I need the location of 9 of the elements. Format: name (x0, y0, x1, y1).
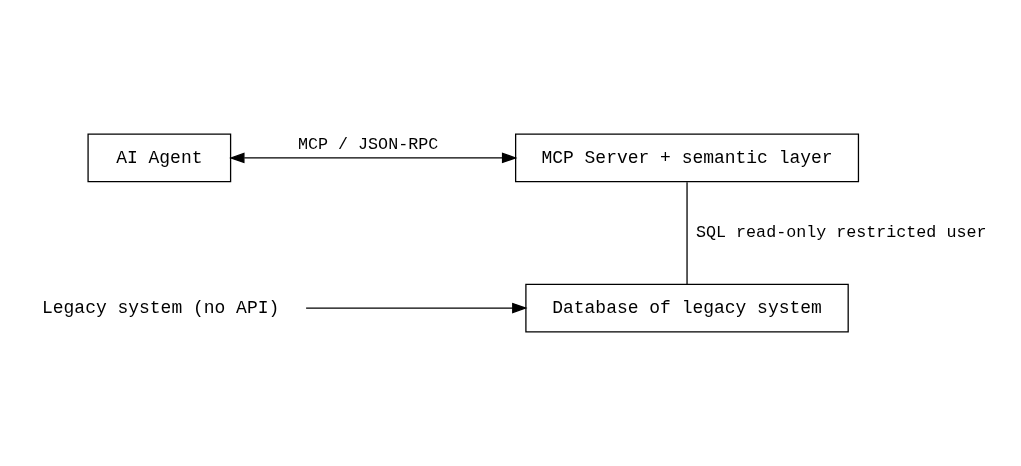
node-box: AI Agent (87, 133, 232, 183)
connector (686, 181, 688, 285)
arrow (229, 152, 518, 164)
edge-label: MCP / JSON-RPC (297, 135, 439, 155)
node-text: Legacy system (no API) (42, 297, 280, 318)
arrow (305, 302, 528, 314)
edge-label: SQL read-only restricted user (696, 223, 987, 243)
node-box: MCP Server + semantic layer (515, 133, 860, 183)
node-box: Database of legacy system (525, 283, 849, 333)
